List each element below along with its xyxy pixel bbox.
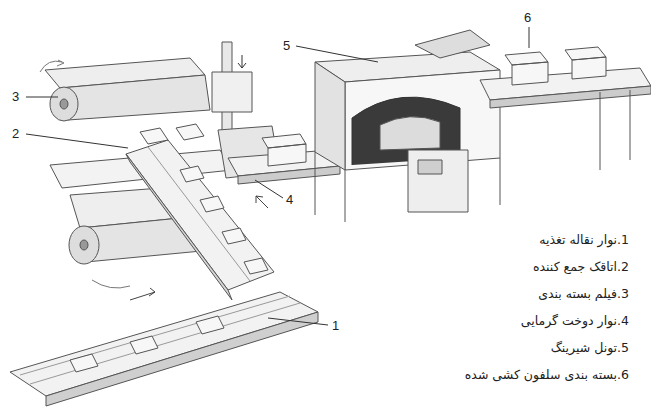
part-key: 4.نوار دوخت گرمایی (521, 313, 629, 328)
part-key: 1.نوار نقاله تغذیه (539, 232, 629, 247)
part-key: 6.بسته بندی سلفون کشی شده (465, 367, 629, 382)
callout-number: 2 (12, 126, 19, 141)
part-key: 2.اتاقک جمع کننده (533, 259, 629, 274)
callout-number: 3 (12, 89, 19, 104)
part-key: 3.فیلم بسته بندی (538, 286, 629, 301)
part-key: 5.تونل شیرینگ (551, 340, 629, 355)
callout-number: 1 (332, 318, 339, 333)
callout-number: 4 (286, 192, 293, 207)
callout-number: 5 (283, 38, 290, 53)
callout-number: 6 (524, 10, 531, 25)
